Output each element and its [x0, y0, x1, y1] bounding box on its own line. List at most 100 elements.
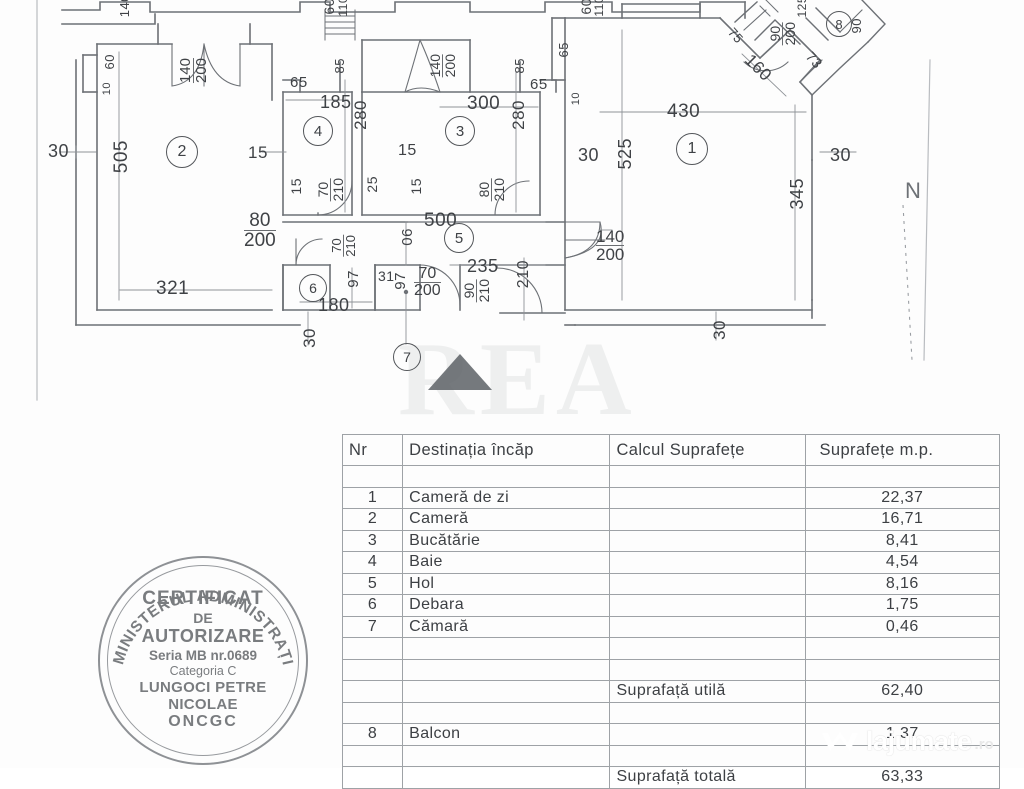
table-spacer-row: [341, 744, 1000, 767]
cell-nr: 1: [341, 486, 404, 509]
cell-empty: [804, 637, 1000, 660]
floor-plan-document: REA: [36, 0, 1000, 789]
dim-345: 345: [787, 178, 807, 210]
dim-30-room1-right: 30: [830, 145, 852, 165]
table-header-row: Nr Destinația încăp Calcul Suprafețe Sup…: [341, 434, 1000, 466]
opening-door-living: 140 200: [596, 227, 625, 264]
cell-empty: [402, 658, 611, 681]
opening-door-debara: 70 210: [329, 235, 358, 257]
stamp-ring: [107, 565, 299, 756]
cell-destination: Cameră de zi: [402, 486, 611, 509]
cell-empty: [402, 744, 611, 767]
room-marker-3: 3: [445, 116, 475, 146]
cell-area: 62,40: [804, 680, 1000, 703]
cell-empty: [341, 701, 404, 724]
cell-area: 8,41: [804, 529, 1000, 552]
cell-empty: [341, 744, 404, 767]
cell-area: 63,33: [804, 766, 1000, 789]
table-spacer-row: [341, 701, 1000, 724]
cell-nr: 7: [341, 615, 404, 638]
cell-empty: [609, 637, 806, 660]
dim-430: 430: [667, 101, 701, 122]
dim-97-a: 97: [345, 270, 362, 288]
cell-area: 8,16: [804, 572, 1000, 595]
cell-empty: [402, 465, 611, 488]
dim-500: 500: [424, 210, 458, 231]
room-marker-1: 1: [676, 133, 708, 165]
cell-destination: Baie: [402, 551, 611, 574]
dim-60-b: 60: [321, 0, 337, 15]
stamp-line-4: Seria MB nr.0689: [148, 648, 258, 663]
opening-door-kitchen: 80 210: [476, 178, 507, 202]
cell-area: 4,54: [804, 551, 1000, 574]
dim-15-b: 15: [288, 178, 304, 195]
dim-15-a: 15: [248, 143, 268, 162]
cell-empty: [402, 701, 611, 724]
dim-30-bottom-left: 30: [300, 328, 319, 348]
cell-nr: 3: [341, 529, 404, 552]
dim-15-c: 15: [398, 142, 417, 159]
cell-empty: [609, 465, 806, 488]
cell-empty: [804, 658, 1000, 681]
dim-10-a: 10: [101, 82, 113, 96]
cell-calc: Suprafață utilă: [609, 680, 806, 703]
dim-15-d: 15: [408, 178, 424, 195]
cell-nr: 5: [341, 572, 404, 595]
cell-empty: [609, 658, 806, 681]
cell-area: 0,46: [804, 615, 1000, 638]
opening-door-room2: 80 200: [244, 210, 276, 251]
cell-nr: [341, 766, 404, 789]
cell-area: 1,75: [804, 594, 1000, 617]
cell-calc: [609, 551, 806, 574]
dim-321: 321: [156, 278, 190, 299]
opening-door-camara: 70 200: [414, 265, 441, 299]
cell-calc: [609, 486, 806, 509]
cell-calc: [609, 615, 806, 638]
room-marker-4: 4: [303, 116, 333, 146]
dim-185: 185: [320, 92, 352, 112]
stamp-line-6: LUNGOCI PETRE: [139, 679, 267, 696]
cell-destination: Cămară: [402, 615, 611, 638]
room-number: 1: [687, 140, 697, 157]
dim-85-a: 85: [332, 58, 347, 74]
dim-110-a: 110: [336, 0, 350, 17]
dim-210-hall: 210: [515, 260, 532, 289]
cell-calc: [609, 508, 806, 531]
dim-10-b: 10: [570, 92, 582, 106]
cell-calc: [609, 572, 806, 595]
dim-85-b: 85: [512, 58, 527, 74]
cell-empty: [804, 465, 1000, 488]
dim-280-b: 280: [509, 100, 528, 130]
dim-90-corner: 90: [849, 18, 864, 34]
dim-30-room1-left: 30: [578, 145, 600, 165]
dim-25: 25: [364, 176, 380, 193]
room-number: 3: [455, 122, 465, 140]
room-marker-5: 5: [444, 223, 474, 253]
header-destination: Destinația încăp: [402, 434, 611, 466]
area-schedule-table: Nr Destinația încăp Calcul Suprafețe Sup…: [341, 434, 1000, 789]
header-nr: Nr: [341, 434, 404, 466]
table-spacer-row: [341, 637, 1000, 660]
room-marker-6: 6: [299, 274, 327, 302]
cell-empty: [341, 637, 404, 660]
dim-125: 125: [795, 0, 809, 18]
cell-destination: Cameră: [402, 508, 611, 531]
room-marker-8: 8: [826, 11, 852, 37]
dim-300: 300: [467, 93, 501, 114]
dim-235: 235: [467, 256, 499, 276]
dim-30-bottom-right: 30: [710, 320, 729, 340]
dim-180: 180: [318, 295, 350, 315]
cell-empty: [341, 658, 404, 681]
stamp-line-5: Categoria C: [169, 664, 237, 678]
stamp-line-1: CERTIFICAT: [142, 588, 264, 609]
dim-65-b: 65: [530, 76, 548, 93]
stamp-line-3: AUTORIZARE: [141, 626, 265, 646]
dim-280-a: 280: [351, 100, 370, 130]
room-number: 6: [309, 280, 317, 296]
